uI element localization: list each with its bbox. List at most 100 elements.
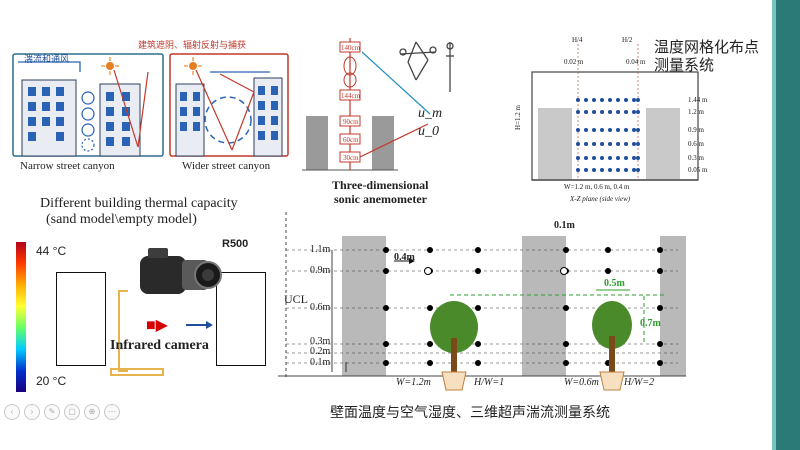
grid-measure-point — [608, 128, 612, 132]
sun-icon — [184, 57, 202, 75]
distance-07: 0.7m — [640, 318, 661, 329]
w12-label: W=1.2m — [396, 377, 431, 388]
pen-icon[interactable]: ✎ — [44, 404, 60, 420]
open-measure-point — [424, 267, 432, 275]
grid-measure-point — [616, 156, 620, 160]
grid-measure-point — [616, 110, 620, 114]
section-measure-point — [563, 305, 569, 311]
section-measure-point — [657, 360, 663, 366]
grid-spacing-label-1: 0.02 m — [564, 58, 584, 66]
thermal-scale-min: 20 °C — [36, 374, 67, 388]
hw2-label: H/W=2 — [624, 377, 655, 388]
narrow-canyon-label: Narrow street canyon — [20, 160, 115, 172]
grid-measure-point — [636, 110, 640, 114]
grid-measure-point — [576, 128, 580, 132]
grid-measure-point — [576, 110, 580, 114]
section-measure-point — [383, 247, 389, 253]
zoom-icon[interactable]: ⊕ — [84, 404, 100, 420]
grid-measure-point — [624, 98, 628, 102]
prev-icon[interactable]: ‹ — [4, 404, 20, 420]
section-measure-point — [475, 341, 481, 347]
view-arrow — [186, 324, 208, 326]
height-label-140: 140cm — [341, 44, 361, 52]
section-measure-point — [563, 341, 569, 347]
canyon-panel: 湍流和通风 建筑遮阴、辐射反射与捕获 Narrow street canyon … — [10, 32, 296, 187]
section-measure-point — [383, 268, 389, 274]
thermal-panel: Different building thermal capacity (san… — [6, 190, 276, 400]
grid-measure-point — [592, 142, 596, 146]
grid-measure-point — [576, 98, 580, 102]
grid-caption: X-Z plane (side view) — [570, 195, 631, 203]
height-label-30: 30cm — [343, 154, 359, 162]
grid-measure-point — [584, 128, 588, 132]
section-measure-point — [657, 305, 663, 311]
grid-w-label: W=1.2 m, 0.6 m, 0.4 m — [564, 183, 630, 191]
grid-measure-point — [624, 156, 628, 160]
grid-measure-point — [636, 98, 640, 102]
wider-canyon-label: Wider street canyon — [182, 160, 271, 172]
grid-measure-point — [584, 98, 588, 102]
height-label-90: 90cm — [343, 118, 359, 126]
grid-measure-point — [592, 128, 596, 132]
distance-01: 0.1m — [554, 220, 575, 231]
anemometer-title-1: Three-dimensional — [332, 178, 429, 192]
more-icon[interactable]: ⋯ — [104, 404, 120, 420]
tree-icon — [592, 301, 632, 391]
section-measure-point — [657, 341, 663, 347]
slide-nav-bar: ‹ › ✎ ▢ ⊕ ⋯ — [4, 404, 120, 420]
section-measure-point — [563, 247, 569, 253]
grid-measure-point — [584, 110, 588, 114]
grid-height-144: 1.44 m — [688, 96, 708, 104]
grid-measure-point — [592, 98, 596, 102]
grid-measure-point — [592, 156, 596, 160]
grid-measure-point — [632, 168, 636, 172]
camera-base — [110, 368, 164, 376]
level-label-11: 1.1m — [310, 244, 331, 255]
section-measure-point — [605, 268, 611, 274]
thermal-title-2: (sand model\empty model) — [46, 212, 197, 227]
section-measure-point — [657, 247, 663, 253]
grid-measure-point — [636, 128, 640, 132]
grid-measure-point — [632, 128, 636, 132]
section-measure-point — [427, 341, 433, 347]
grid-h-label: H=1.2 m — [514, 105, 522, 130]
distance-05: 0.5m — [604, 278, 625, 289]
camera-tripod — [118, 290, 128, 372]
grid-spacing-label-2: 0.04 m — [626, 58, 646, 66]
grid-measure-point — [600, 168, 604, 172]
ucl-label: UCL — [284, 292, 308, 306]
grid-measure-point — [616, 142, 620, 146]
level-label-06: 0.6m — [310, 302, 331, 313]
grid-height-03: 0.3 m — [688, 154, 704, 162]
grid-measure-point — [632, 156, 636, 160]
ventilation-label: 湍流和通风 — [24, 55, 70, 65]
level-label-03: 0.3m — [310, 336, 331, 347]
anemometer-title-2: sonic anemometer — [334, 192, 427, 206]
grid-panel: H/4 H/2 0.02 m 0.04 m H=1.2 m 1.44 m 1.2… — [512, 30, 766, 212]
section-measure-point — [475, 305, 481, 311]
grid-measure-point — [576, 168, 580, 172]
open-measure-point — [560, 267, 568, 275]
slide-caption: 壁面温度与空气湿度、三维超声湍流测量系统 — [330, 405, 610, 421]
grid-measure-point — [600, 156, 604, 160]
next-icon[interactable]: › — [24, 404, 40, 420]
grid-height-06: 0.6 m — [688, 140, 704, 148]
page-icon[interactable]: ▢ — [64, 404, 80, 420]
section-measure-point — [427, 247, 433, 253]
canyon-section-panel: 1.1m 0.9m 0.6m 0.3m 0.2m 0.1m UCL 0.4m 0… — [278, 212, 686, 402]
grid-measure-point — [608, 168, 612, 172]
grid-measure-point — [584, 168, 588, 172]
grid-top-label-1: H/4 — [572, 36, 583, 44]
grid-top-label-2: H/2 — [622, 36, 633, 44]
u0-label: u_0 — [418, 124, 439, 139]
section-measure-point — [383, 341, 389, 347]
grid-measure-point — [584, 156, 588, 160]
grid-measure-point — [576, 142, 580, 146]
canyon-section-diagram — [278, 212, 686, 391]
thermal-color-scale — [16, 242, 26, 392]
section-measure-point — [475, 247, 481, 253]
grid-measure-point — [616, 128, 620, 132]
anemometer-icon — [399, 41, 454, 92]
canyon-diagram — [12, 53, 289, 157]
thermal-scale-max: 44 °C — [36, 244, 67, 258]
